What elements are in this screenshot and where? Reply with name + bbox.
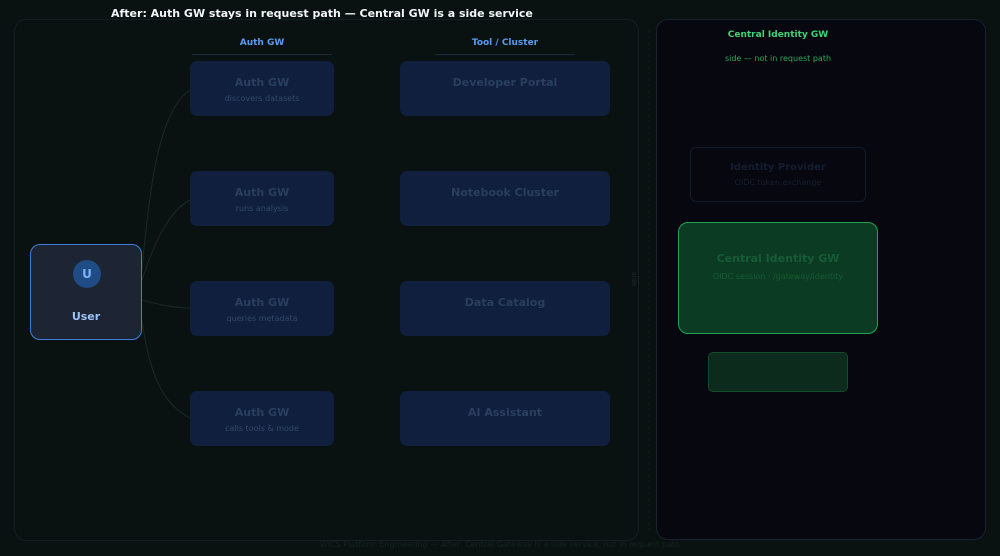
auth-gw-subtitle: queries metadata [226, 314, 298, 323]
connector-user-authgw-1 [141, 89, 191, 271]
tool-box-developer-portal[interactable]: Developer Portal [400, 61, 610, 116]
diagram-title: After: Auth GW stays in request path — C… [111, 7, 533, 20]
central-gw-panel-subtitle: side — not in request path [724, 54, 832, 63]
identity-provider-title: Identity Provider [730, 162, 826, 173]
central-gw-panel-title: Central Identity GW [727, 30, 829, 40]
auth-gw-subtitle: discovers datasets [224, 94, 300, 103]
auth-gw-title: Auth GW [234, 296, 290, 309]
column-header-tool-cluster: Tool / Cluster [471, 38, 539, 48]
tool-title: Notebook Cluster [451, 186, 559, 199]
auth-gw-title: Auth GW [234, 76, 290, 89]
tool-box-data-catalog[interactable]: Data Catalog [400, 281, 610, 336]
user-avatar: U [73, 260, 101, 288]
connector-user-authgw-4 [141, 319, 191, 419]
auth-gw-box-4[interactable]: Auth GW calls tools & mode [190, 391, 334, 446]
auth-gw-title: Auth GW [234, 186, 290, 199]
identity-provider-box[interactable]: Identity Provider OIDC token exchange [690, 147, 866, 202]
column-underline-auth-gw [192, 54, 332, 55]
tool-title: Data Catalog [464, 296, 546, 309]
footer-caption: WICS Platform Engineering — After: Centr… [319, 540, 681, 549]
tool-box-notebook-cluster[interactable]: Notebook Cluster [400, 171, 610, 226]
auth-gw-subtitle: runs analysis [235, 204, 289, 213]
tool-title: AI Assistant [467, 406, 543, 419]
user-label: User [71, 310, 101, 323]
auth-gw-title: Auth GW [234, 406, 290, 419]
auth-gw-box-2[interactable]: Auth GW runs analysis [190, 171, 334, 226]
column-header-auth-gw: Auth GW [239, 38, 285, 48]
central-identity-gw-subtitle: OIDC session · /gateway/identity [712, 272, 844, 281]
auth-gw-box-1[interactable]: Auth GW discovers datasets [190, 61, 334, 116]
central-identity-gw-box[interactable]: Central Identity GW OIDC session · /gate… [678, 222, 878, 334]
auth-gw-subtitle: calls tools & mode [225, 424, 299, 433]
tool-title: Developer Portal [452, 76, 558, 89]
connector-user-authgw-2 [141, 199, 191, 281]
central-identity-gw-title: Central Identity GW [716, 252, 840, 265]
side-note: side [630, 272, 638, 287]
user-node[interactable]: U User [30, 244, 142, 340]
column-underline-tool-cluster [435, 54, 575, 55]
request-path-panel [14, 19, 639, 541]
connector-user-authgw-3 [141, 299, 191, 309]
auth-gw-box-3[interactable]: Auth GW queries metadata [190, 281, 334, 336]
identity-provider-subtitle: OIDC token exchange [734, 178, 822, 187]
tool-box-ai-assistant[interactable]: AI Assistant [400, 391, 610, 446]
central-gw-detail-box[interactable] [708, 352, 848, 392]
